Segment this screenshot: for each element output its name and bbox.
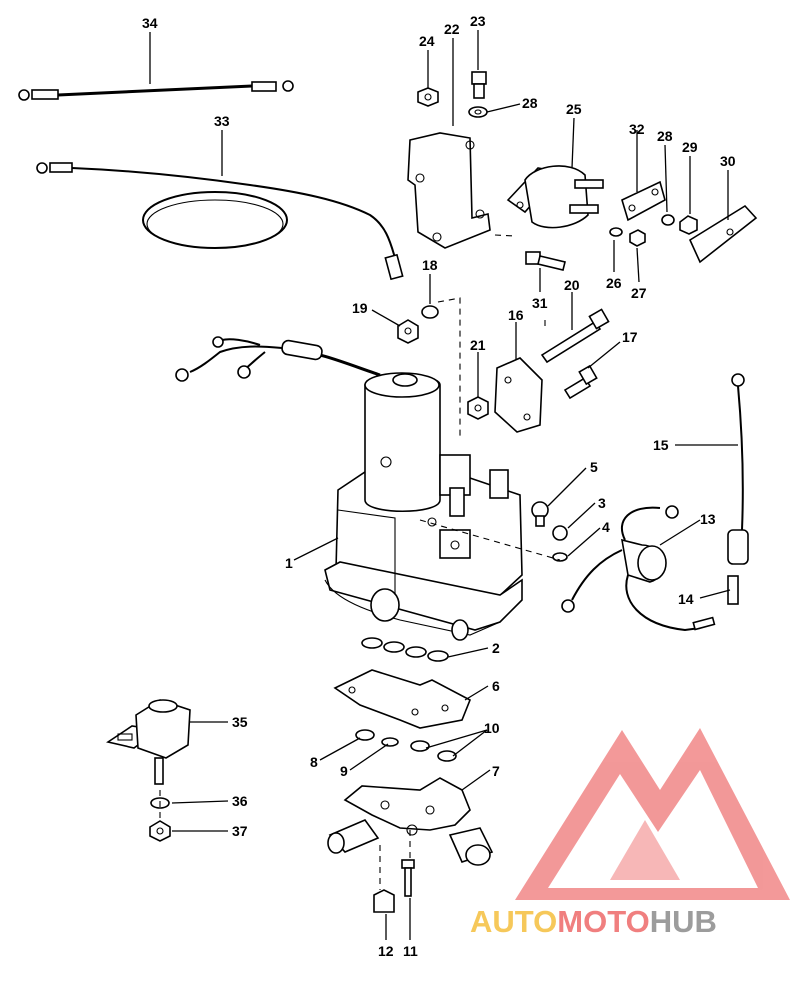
callout-21: 21 [470,337,486,353]
part-37-nut [149,820,171,842]
callout-10: 10 [484,720,500,736]
callout-25: 25 [566,101,582,117]
part-35-relay [106,699,191,785]
callout-33: 33 [214,113,230,129]
part-18-washer [421,305,439,319]
callout-18: 18 [422,257,438,273]
part-7-manifold [327,777,494,866]
callout-labels: 1 2 3 4 5 6 7 8 9 10 11 12 13 14 15 16 1… [142,13,736,959]
callout-27: 27 [631,285,647,301]
callout-28-right: 28 [657,128,673,144]
part-17-screw [563,364,598,400]
part-5-screw [531,501,549,527]
part-25-solenoid [506,165,604,229]
part-29-nut [679,215,698,235]
watermark-logo-icon [515,728,790,900]
callout-14: 14 [678,591,694,607]
callout-17: 17 [622,329,638,345]
callout-28-top: 28 [522,95,538,111]
part-11-bolt [401,859,415,897]
watermark-text-hub: HUB [650,904,717,939]
callout-20: 20 [564,277,580,293]
part-28-washer [468,106,488,118]
part-3-screw [552,525,568,541]
callout-2: 2 [492,640,500,656]
part-1-pump-motor [324,372,523,641]
callout-37: 37 [232,823,248,839]
callout-12: 12 [378,943,394,959]
callout-8: 8 [310,754,318,770]
callout-31: 31 [532,295,548,311]
part-15-lead-wire [727,373,749,565]
part-31-bolt [525,251,566,271]
callout-23: 23 [470,13,486,29]
callout-3: 3 [598,495,606,511]
callout-26: 26 [606,275,622,291]
leader-lines [149,30,738,940]
callout-1: 1 [285,555,293,571]
watermark-text: AUTOMOTOHUB [470,904,717,939]
part-32-link-plate [621,180,666,222]
callout-35: 35 [232,714,248,730]
part-10-o-rings [410,740,457,762]
part-23-bolt [471,71,487,99]
callout-32: 32 [629,121,645,137]
motor-harness-wires [175,336,381,382]
callout-7: 7 [492,763,500,779]
part-16-bracket [494,357,543,433]
callout-4: 4 [602,519,610,535]
callout-30: 30 [720,153,736,169]
part-13-switch [561,505,716,632]
part-22-bracket [407,132,491,249]
callout-6: 6 [492,678,500,694]
callout-5: 5 [590,459,598,475]
part-20-bolt [540,308,610,364]
part-2-o-rings [361,637,449,662]
part-33-cable [36,162,404,281]
part-4-washer [552,552,568,562]
watermark-text-moto: MOTO [557,904,649,939]
watermark-text-auto: AUTO [470,904,557,939]
part-9-o-ring [381,737,399,747]
callout-19: 19 [352,300,368,316]
callout-22: 22 [444,21,460,37]
part-21-nut [467,396,489,420]
part-27-nut [629,229,646,247]
callout-15: 15 [653,437,669,453]
part-19-nut [397,319,419,344]
part-26-washer [609,227,623,237]
callout-11: 11 [403,943,418,959]
part-34-cable [18,80,294,101]
callout-9: 9 [340,763,348,779]
callout-13: 13 [700,511,716,527]
part-24-nut [417,87,439,107]
callout-24: 24 [419,33,435,49]
callout-29: 29 [682,139,698,155]
part-6-plate [333,669,472,729]
part-28-lock-washer [661,214,675,226]
callout-34: 34 [142,15,158,31]
callout-16: 16 [508,307,524,323]
part-30-cover [688,204,758,264]
part-12-plug [373,889,395,913]
part-8-o-ring [355,729,375,741]
callout-36: 36 [232,793,248,809]
assembly-lines [159,234,561,890]
